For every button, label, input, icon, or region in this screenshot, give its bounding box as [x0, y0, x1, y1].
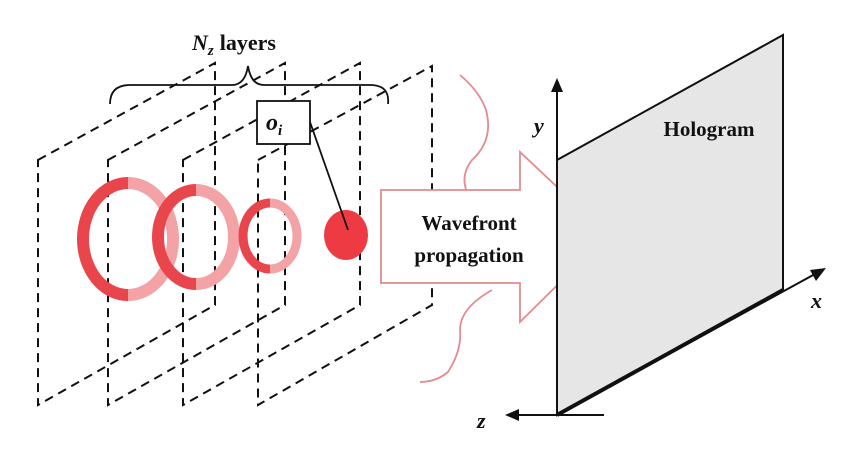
axis-arrowheads	[505, 78, 826, 421]
ring-2-dark-arc	[152, 184, 197, 290]
layers-label-symbol: N	[191, 30, 209, 55]
z-axis-label: z	[476, 408, 486, 433]
wave-line-lower	[419, 289, 493, 383]
wave-line-upper	[459, 74, 490, 206]
point-object	[324, 210, 368, 260]
object-rings	[77, 177, 302, 301]
y-axis-label: y	[531, 113, 544, 138]
object-label-subscript: i	[278, 123, 283, 139]
ring-1-dark-arc	[77, 177, 129, 301]
object-leader-line	[309, 121, 349, 231]
layer-plane-1	[37, 61, 216, 407]
ring-2-light-arc	[195, 184, 240, 290]
layer-plane-4	[257, 64, 433, 407]
layer-planes	[37, 61, 433, 407]
wavefront-lines	[419, 74, 493, 383]
layer-plane-2	[107, 61, 286, 407]
x-axis-label: x	[810, 288, 822, 313]
arrow-label-line1: Wavefront	[421, 211, 516, 235]
hologram-label: Hologram	[664, 117, 755, 141]
ring-1-light-arc	[127, 177, 179, 301]
axes	[515, 88, 816, 416]
object-label-symbol: o	[266, 110, 278, 136]
layer-plane-3	[182, 61, 361, 407]
ring-3-light-arc	[269, 198, 302, 274]
z-axis-arrowhead	[505, 409, 519, 421]
svg-text:oi: oi	[266, 110, 283, 139]
ring-3-dark-arc	[238, 198, 271, 274]
x-axis-line	[556, 273, 816, 416]
layers-label-subscript: z	[207, 43, 214, 59]
y-axis-arrowhead	[551, 78, 563, 92]
object-label-box	[256, 100, 311, 145]
layers-brace	[109, 65, 390, 105]
layers-label-text: layers	[220, 30, 277, 55]
arrow-label-line2: propagation	[414, 243, 524, 267]
hologram-plane	[556, 33, 784, 417]
x-axis-arrowhead	[810, 268, 826, 281]
